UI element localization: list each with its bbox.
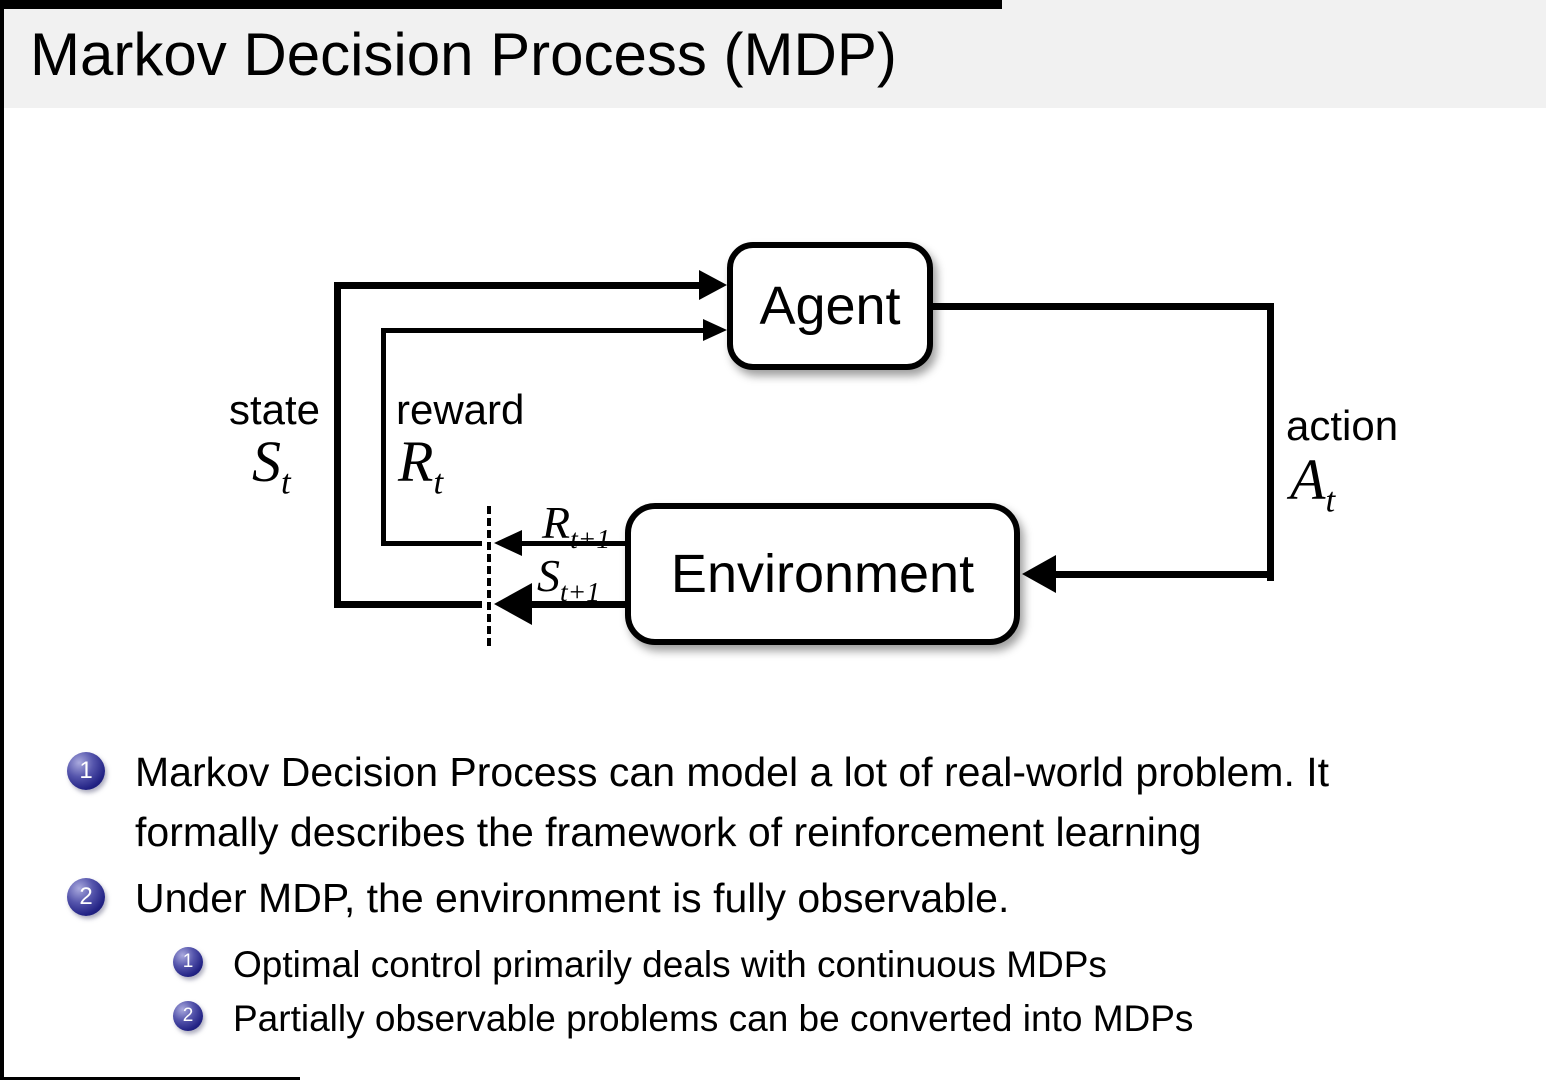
state-arrowhead-into-agent xyxy=(699,270,727,300)
sub-bullet-2-ball-icon: 2 xyxy=(173,1001,203,1031)
agent-box: Agent xyxy=(727,242,933,370)
next-reward-arrowhead xyxy=(494,530,522,556)
environment-box: Environment xyxy=(625,503,1020,645)
action-label: action xyxy=(1286,402,1399,449)
next-reward-line xyxy=(518,541,625,546)
bullet-1-ball-icon: 1 xyxy=(67,752,105,790)
next-reward-symbol: Rt+1 xyxy=(542,497,611,555)
frame-border-left xyxy=(0,0,4,1080)
next-state-line xyxy=(528,601,625,608)
state-symbol: St xyxy=(252,429,291,502)
frame-border-top xyxy=(0,0,1002,9)
state-label: state xyxy=(228,386,320,433)
state-line-return xyxy=(334,601,482,608)
reward-arrowhead-into-agent xyxy=(703,319,727,341)
reward-label: reward xyxy=(396,386,525,433)
reward-line-vertical xyxy=(381,328,386,546)
state-line-vertical xyxy=(334,282,341,608)
reward-symbol: Rt xyxy=(398,429,444,502)
environment-label: Environment xyxy=(670,544,975,604)
sub-bullet-2-text: Partially observable problems can be con… xyxy=(233,998,1194,1039)
action-line-top xyxy=(930,303,1274,310)
reward-line-top xyxy=(381,328,707,333)
title-bar: Markov Decision Process (MDP) xyxy=(0,0,1546,108)
next-state-arrowhead xyxy=(494,583,532,625)
frame-border-bottom xyxy=(0,1077,300,1080)
action-line-vertical xyxy=(1267,303,1274,581)
action-symbol: At xyxy=(1290,447,1336,520)
sub-bullet-1-ball-icon: 1 xyxy=(173,947,203,977)
state-line-top xyxy=(334,282,704,289)
time-boundary-dashed-line xyxy=(487,506,491,646)
bullet-1-text: Markov Decision Process can model a lot … xyxy=(135,749,1330,855)
reward-line-return xyxy=(381,541,482,546)
bullet-2-text: Under MDP, the environment is fully obse… xyxy=(135,875,1010,921)
action-arrowhead-into-environment xyxy=(1022,555,1056,593)
agent-label: Agent xyxy=(759,276,901,336)
bullet-2-ball-icon: 2 xyxy=(67,878,105,916)
next-state-symbol: St+1 xyxy=(537,550,601,608)
sub-bullet-1-text: Optimal control primarily deals with con… xyxy=(233,944,1107,985)
action-line-bottom xyxy=(1052,571,1274,578)
slide-title: Markov Decision Process (MDP) xyxy=(30,21,897,88)
